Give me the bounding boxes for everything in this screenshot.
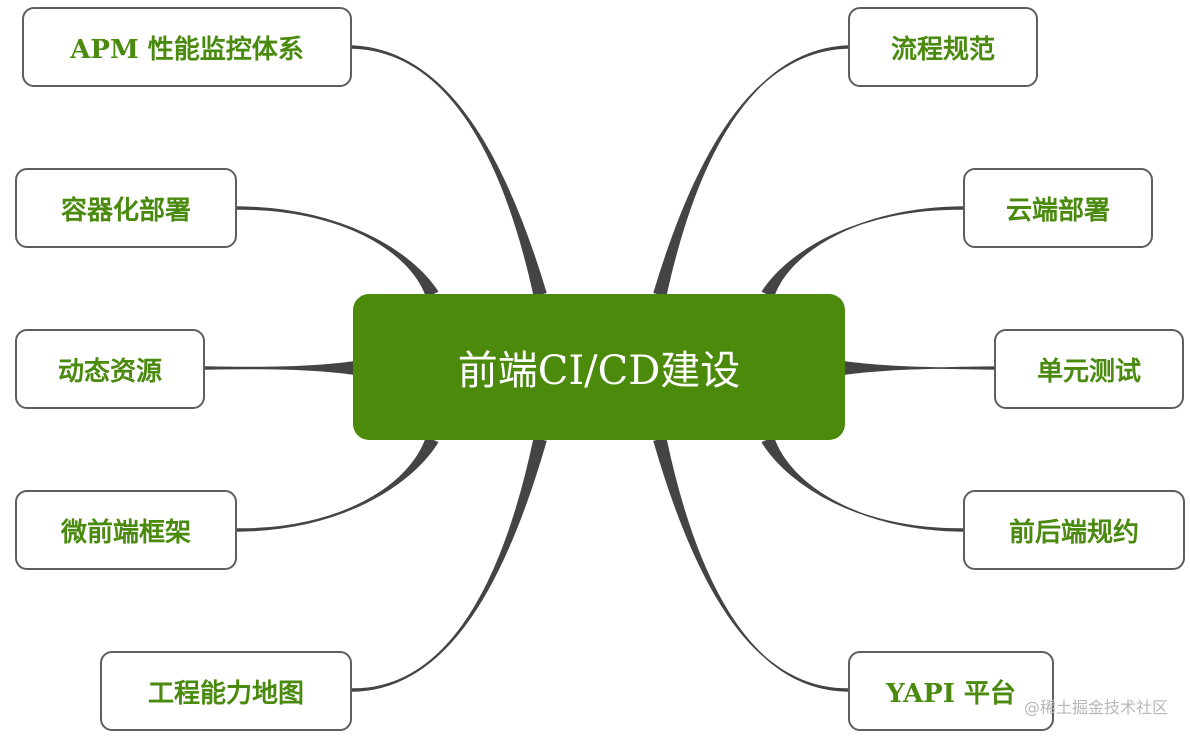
branch-dynamic-resources <box>204 361 354 375</box>
node-process-spec[interactable]: 流程规范 <box>848 7 1038 87</box>
node-engineering-map[interactable]: 工程能力地图 <box>100 651 352 731</box>
node-container-deploy[interactable]: 容器化部署 <box>15 168 237 248</box>
node-api-contract[interactable]: 前后端规约 <box>963 490 1185 570</box>
branch-yapi <box>653 437 849 692</box>
node-apm[interactable]: APM 性能监控体系 <box>22 7 352 87</box>
branch-cloud-deploy <box>761 206 964 298</box>
node-unit-test[interactable]: 单元测试 <box>994 329 1184 409</box>
branch-apm <box>351 45 547 297</box>
node-micro-frontend[interactable]: 微前端框架 <box>15 490 237 570</box>
center-node[interactable]: 前端CI/CD建设 <box>353 294 845 440</box>
node-yapi[interactable]: YAPI 平台 <box>848 651 1054 731</box>
node-cloud-deploy[interactable]: 云端部署 <box>963 168 1153 248</box>
branch-engineering-map <box>351 437 547 692</box>
branch-api-contract <box>761 436 964 532</box>
branch-process-spec <box>653 45 849 297</box>
node-dynamic-resources[interactable]: 动态资源 <box>15 329 205 409</box>
branch-unit-test <box>844 361 995 375</box>
branch-micro-frontend <box>236 436 439 532</box>
watermark: @稀土掘金技术社区 <box>1023 698 1168 717</box>
branch-container-deploy <box>236 206 439 298</box>
